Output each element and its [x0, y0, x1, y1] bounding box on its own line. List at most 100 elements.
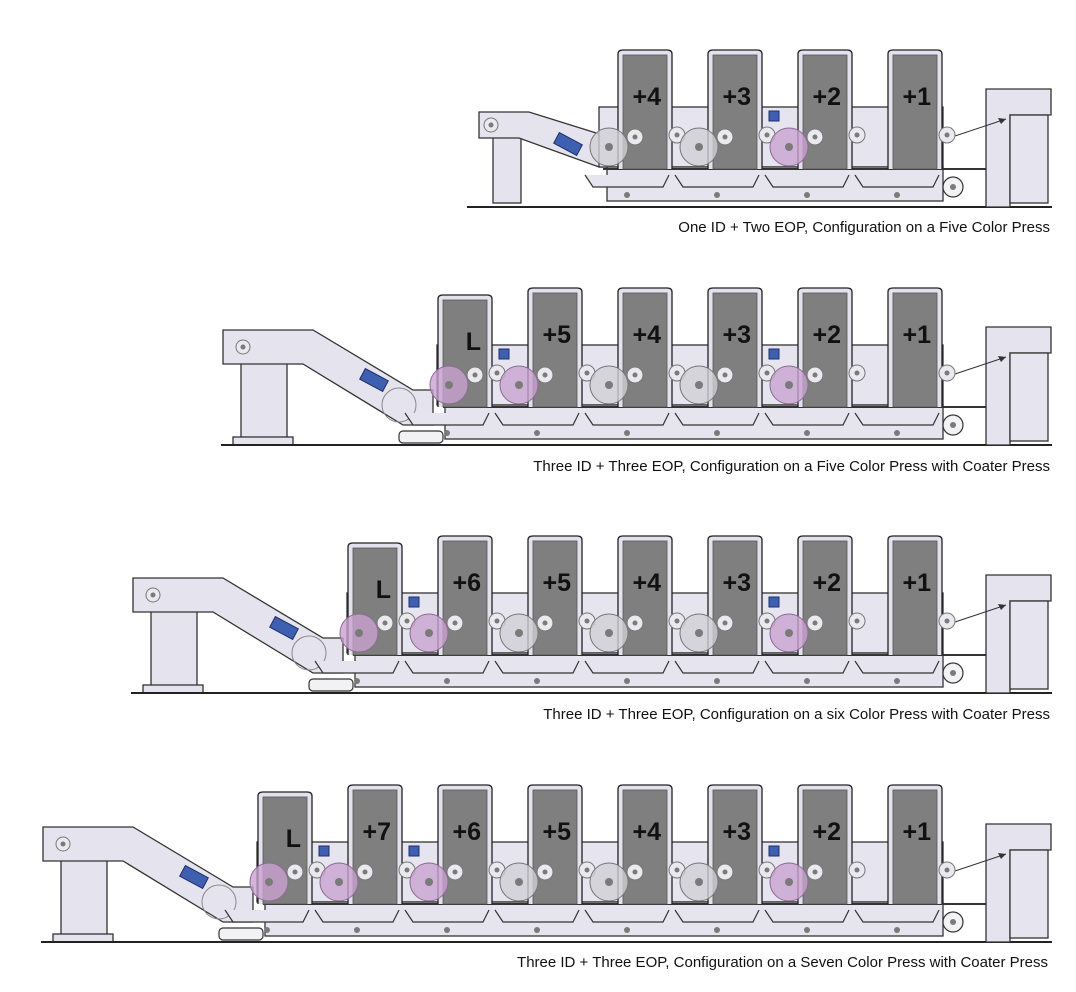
- unit-plus-1: +1: [854, 535, 956, 684]
- feeder: [42, 826, 264, 943]
- arrow-icon: [998, 356, 1006, 362]
- configuration-caption: Three ID + Three EOP, Configuration on a…: [543, 706, 1050, 723]
- unit-label: +1: [902, 569, 931, 597]
- unit-l: L: [224, 791, 326, 933]
- unit-label: +4: [632, 83, 661, 111]
- unit-label: +3: [722, 569, 751, 597]
- configuration-caption: One ID + Two EOP, Configuration on a Fiv…: [678, 219, 1050, 236]
- ir-dryer-icon: [408, 845, 420, 857]
- delivery-cart: [308, 678, 354, 692]
- delivery: [939, 823, 1052, 943]
- unit-foot: [584, 174, 670, 188]
- unit-foot: [224, 909, 310, 923]
- delivery-cart: [218, 927, 264, 941]
- dryer-unit: [553, 131, 583, 157]
- unit-label: +5: [542, 321, 571, 349]
- unit-label: L: [286, 825, 301, 853]
- unit-foot: [674, 660, 760, 674]
- tower: [622, 540, 668, 656]
- unit-plus-3: +3: [674, 287, 776, 436]
- dryer-unit: [359, 367, 389, 393]
- ir-dryer-icon: [768, 596, 780, 608]
- unit-label: L: [376, 576, 391, 604]
- unit-label: +4: [632, 569, 661, 597]
- unit-foot: [764, 909, 850, 923]
- feeder-base: [232, 436, 294, 446]
- unit-label: +3: [722, 818, 751, 846]
- tower: [352, 789, 398, 905]
- arrow-icon: [998, 604, 1006, 610]
- feeder-base: [142, 684, 204, 694]
- tower: [712, 54, 758, 170]
- unit-foot: [404, 412, 490, 426]
- unit-plus-2: +2: [764, 784, 866, 933]
- unit-label: +7: [362, 818, 391, 846]
- ir-dryer-icon: [498, 348, 510, 360]
- unit-label: +6: [452, 818, 481, 846]
- unit-plus-2: +2: [764, 49, 866, 198]
- ir-dryer-icon: [768, 348, 780, 360]
- configuration-caption: Three ID + Three EOP, Configuration on a…: [533, 458, 1050, 475]
- delivery: [939, 574, 1052, 694]
- unit-label: +5: [542, 818, 571, 846]
- unit-plus-6: +6: [404, 535, 506, 684]
- unit-plus-5: +5: [494, 535, 596, 684]
- unit-foot: [854, 174, 940, 188]
- unit-foot: [404, 660, 490, 674]
- unit-label: +3: [722, 321, 751, 349]
- tower: [532, 292, 578, 408]
- arrow-icon: [998, 853, 1006, 859]
- unit-plus-1: +1: [854, 49, 956, 198]
- unit-foot: [404, 909, 490, 923]
- tower: [712, 789, 758, 905]
- unit-plus-2: +2: [764, 287, 866, 436]
- configuration-caption: Three ID + Three EOP, Configuration on a…: [517, 954, 1048, 971]
- delivery-pile: [1009, 352, 1049, 442]
- unit-plus-3: +3: [674, 535, 776, 684]
- unit-plus-4: +4: [584, 535, 686, 684]
- unit-label: +6: [452, 569, 481, 597]
- tower: [532, 540, 578, 656]
- unit-foot: [674, 412, 760, 426]
- unit-foot: [764, 174, 850, 188]
- tower: [892, 292, 938, 408]
- feeder-base: [52, 933, 114, 943]
- arrow-icon: [998, 118, 1006, 124]
- unit-label: +1: [902, 321, 931, 349]
- tower: [802, 292, 848, 408]
- tower: [892, 789, 938, 905]
- unit-foot: [764, 412, 850, 426]
- unit-plus-4: +4: [584, 49, 686, 198]
- tower: [532, 789, 578, 905]
- unit-foot: [584, 412, 670, 426]
- ir-dryer-icon: [408, 596, 420, 608]
- dryer-unit: [179, 864, 209, 890]
- delivery: [939, 326, 1052, 446]
- unit-foot: [494, 909, 580, 923]
- unit-foot: [494, 660, 580, 674]
- unit-label: +4: [632, 321, 661, 349]
- unit-label: +2: [812, 83, 841, 111]
- unit-foot: [314, 660, 400, 674]
- tower: [802, 789, 848, 905]
- feeder: [132, 577, 354, 694]
- tower: [442, 540, 488, 656]
- unit-foot: [674, 174, 760, 188]
- delivery-pile: [1009, 849, 1049, 939]
- unit-plus-7: +7: [314, 784, 416, 933]
- unit-plus-1: +1: [854, 287, 956, 436]
- feeder: [478, 111, 620, 204]
- ir-dryer-icon: [768, 110, 780, 122]
- tower: [802, 54, 848, 170]
- feeder-pile: [492, 126, 522, 204]
- delivery-cart: [398, 430, 444, 444]
- delivery-pile: [1009, 114, 1049, 204]
- unit-foot: [584, 909, 670, 923]
- delivery: [939, 88, 1052, 208]
- unit-foot: [494, 412, 580, 426]
- tower: [892, 540, 938, 656]
